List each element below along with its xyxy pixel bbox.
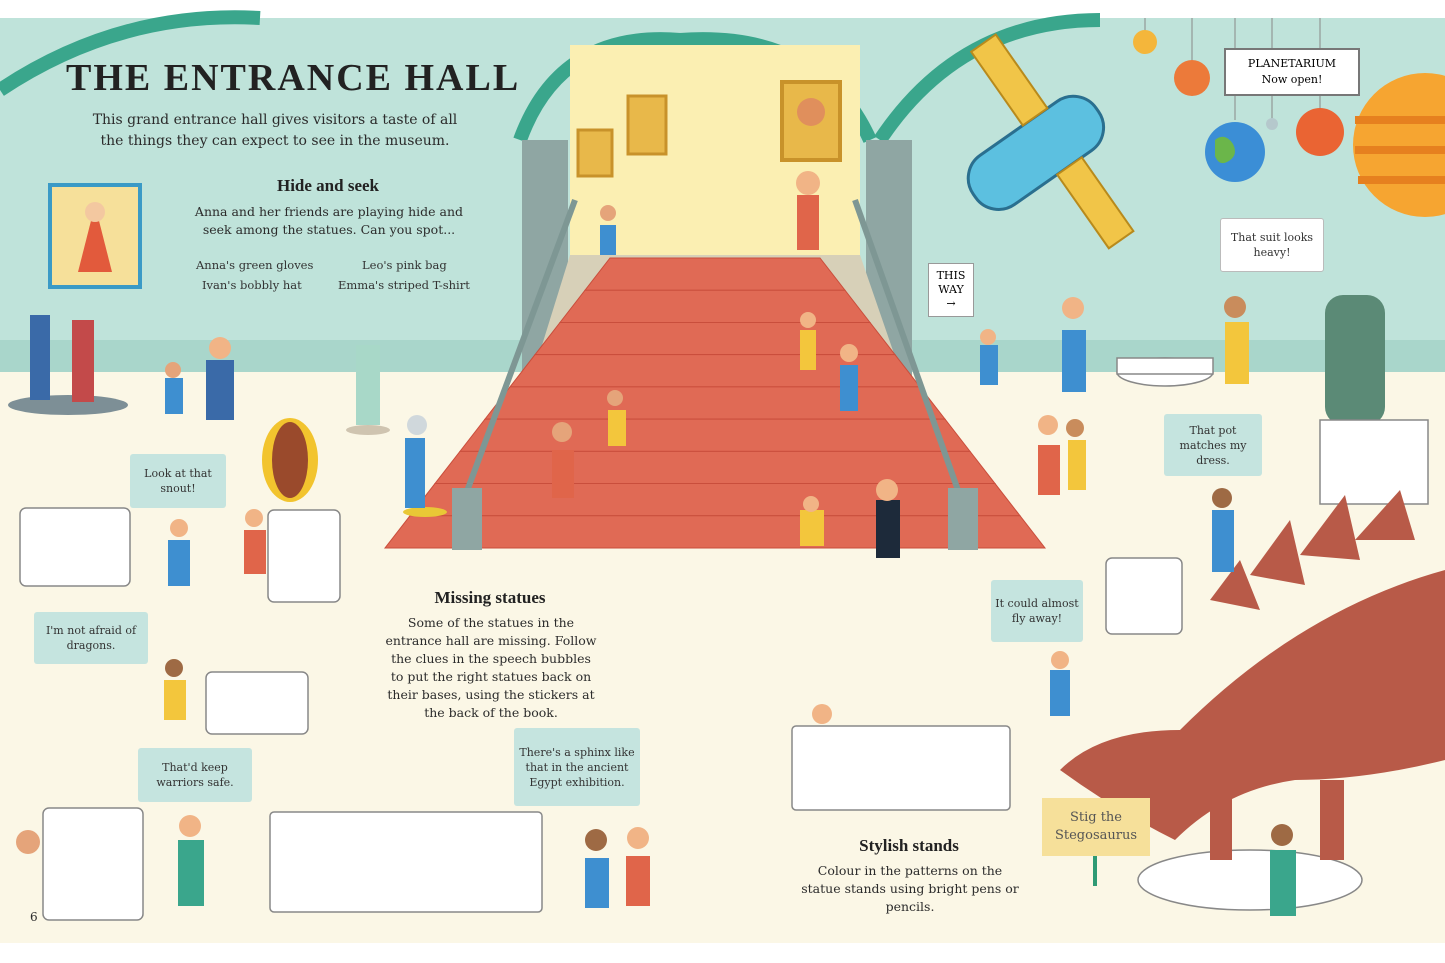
mask-statue (262, 418, 341, 603)
visitors (16, 171, 1296, 916)
planetarium-sign: PLANETARIUM Now open! (1224, 48, 1360, 96)
speech-bubble-warriors: That'd keep warriors safe. (138, 748, 252, 802)
speech-bubble-snout: Look at that snout! (130, 454, 226, 508)
stig-sign: Stig the Stegosaurus (1042, 798, 1150, 856)
arrow-right-icon: → (946, 297, 956, 310)
speech-bubble-pot: That pot matches my dress. (1164, 414, 1262, 476)
spot-item: Leo's pink bag (362, 258, 447, 272)
hide-and-seek-heading: Hide and seek (276, 176, 380, 195)
stylish-stands-text: Colour in the patterns on the statue sta… (801, 863, 1019, 914)
spot-item: Emma's striped T-shirt (338, 278, 470, 292)
stylish-stands-heading: Stylish stands (859, 836, 959, 855)
stair-step (433, 450, 997, 485)
flapper-statue (356, 345, 380, 425)
spot-item: Anna's green gloves (196, 258, 314, 272)
stair-step (558, 289, 872, 323)
this-way-sign: THIS WAY → (928, 263, 974, 317)
stair-step (383, 515, 1047, 549)
spot-item: Ivan's bobbly hat (202, 278, 302, 292)
stair-step (483, 386, 947, 420)
missing-statues-text: Some of the statues in the entrance hall… (385, 615, 597, 720)
stair-step (583, 257, 847, 291)
speech-bubble-suit: That suit looks heavy! (1220, 218, 1324, 272)
stair-step (408, 483, 1022, 517)
missing-statues-heading: Missing statues (434, 588, 546, 607)
this-way-text: THIS WAY (936, 269, 966, 296)
easter-island-statue (1319, 295, 1429, 505)
intro-text: This grand entrance hall gives visitors … (92, 112, 458, 149)
stegosaurus-skeleton (1060, 490, 1445, 860)
painting (576, 128, 614, 178)
planetarium-sign-subtitle: Now open! (1261, 73, 1323, 86)
hide-and-seek-text: Anna and her friends are playing hide an… (194, 204, 464, 237)
painting (626, 94, 668, 156)
speech-bubble-sphinx: There's a sphinx like that in the ancien… (514, 728, 640, 806)
stair-step (508, 354, 922, 388)
page-number: 6 (30, 910, 38, 924)
stand-patterns (19, 507, 1363, 921)
satellite-model (966, 33, 1135, 250)
statue-base (8, 395, 128, 415)
speech-bubble-fly: It could almost fly away! (991, 580, 1083, 642)
speech-bubble-dragons: I'm not afraid of dragons. (34, 612, 148, 664)
stair-step (458, 418, 972, 452)
planets-mobile (1133, 18, 1445, 217)
page-title: THE ENTRANCE HALL (66, 57, 521, 99)
planetarium-sign-title: PLANETARIUM (1247, 57, 1337, 70)
